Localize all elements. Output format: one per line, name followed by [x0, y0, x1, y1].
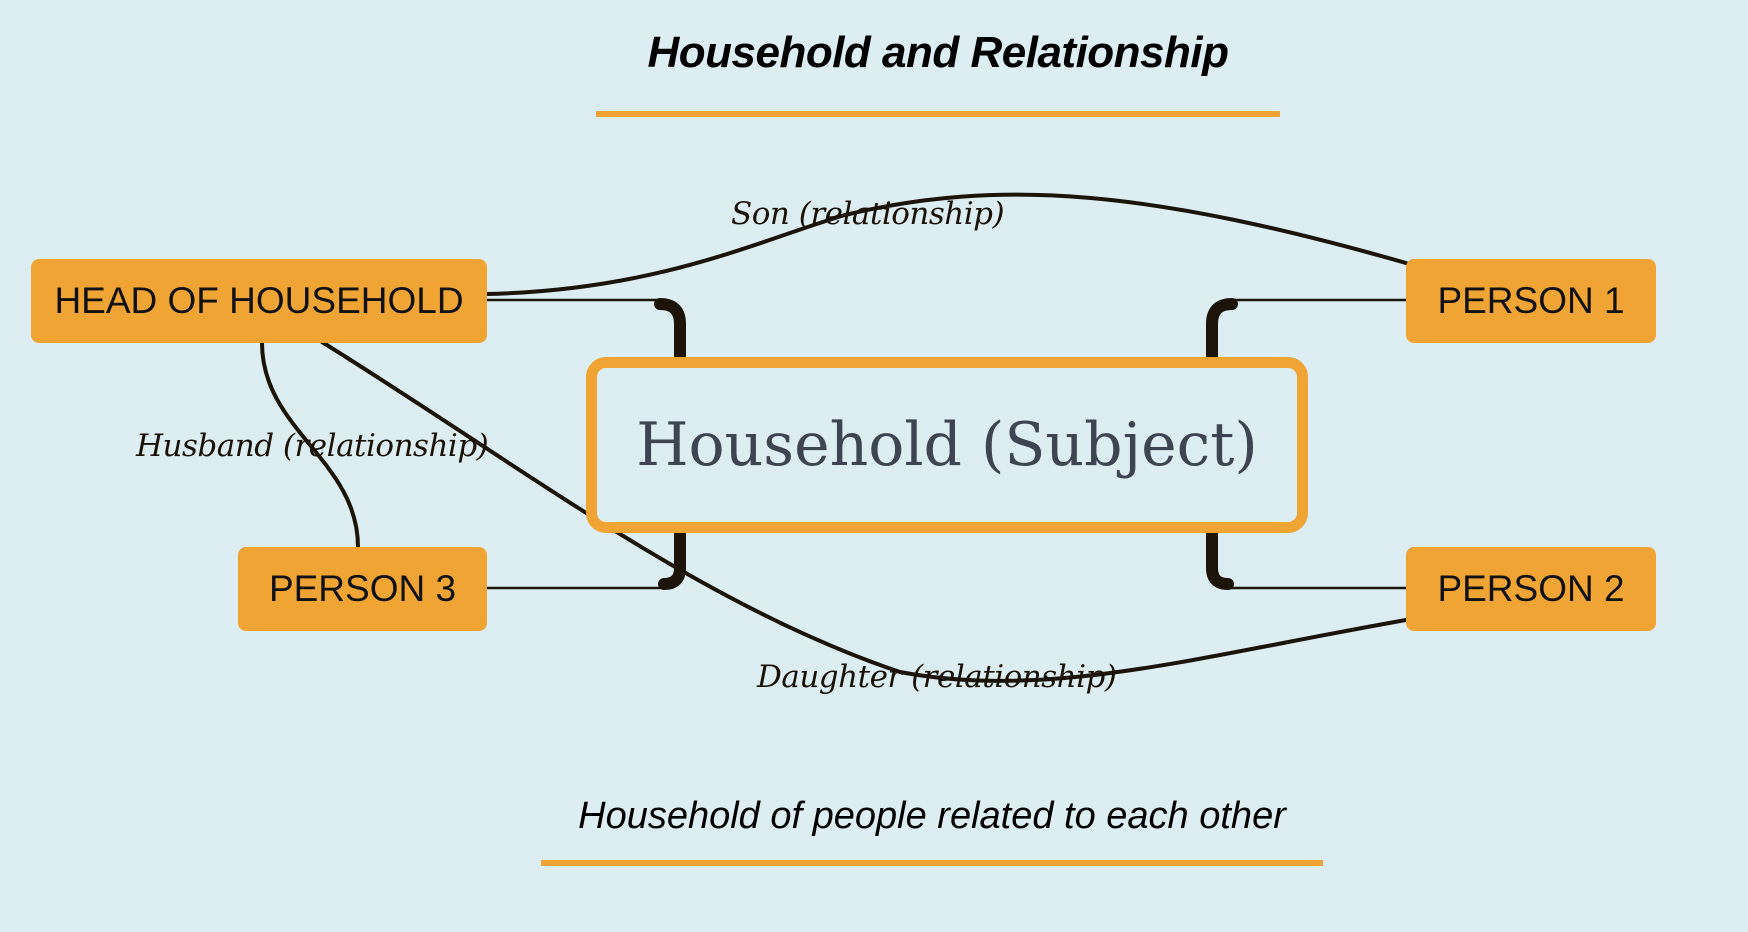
connector-person1-bracket: [1206, 298, 1238, 364]
node-head-of-household[interactable]: HEAD OF HOUSEHOLD: [31, 259, 487, 343]
node-person-2-label: PERSON 2: [1437, 568, 1625, 609]
relationship-label-daughter: Daughter (relationship): [757, 659, 1117, 695]
edge-son: [485, 192, 1408, 296]
connector-person3-bracket: [658, 528, 686, 590]
node-person-1-label: PERSON 1: [1437, 280, 1625, 321]
node-person-2[interactable]: PERSON 2: [1406, 547, 1656, 631]
subject-household[interactable]: Household (Subject): [586, 357, 1308, 533]
node-person-3-label: PERSON 3: [268, 568, 457, 609]
edge-daughter: [320, 340, 1408, 683]
relationship-label-husband: Husband (relationship): [136, 428, 489, 464]
edge-husband: [260, 341, 360, 549]
diagram-title: Household and Relationship: [647, 28, 1229, 77]
subject-household-label: Household (Subject): [636, 410, 1258, 480]
node-person-3[interactable]: PERSON 3: [238, 547, 487, 631]
node-head-of-household-label: HEAD OF HOUSEHOLD: [54, 280, 464, 321]
connector-person2-bracket: [1206, 528, 1234, 590]
node-person-1[interactable]: PERSON 1: [1406, 259, 1656, 343]
caption-underline: [541, 860, 1323, 866]
diagram-caption: Household of people related to each othe…: [578, 795, 1286, 837]
title-underline: [596, 111, 1280, 117]
connector-head-bracket: [654, 298, 686, 364]
relationship-label-son: Son (relationship): [731, 196, 1005, 232]
